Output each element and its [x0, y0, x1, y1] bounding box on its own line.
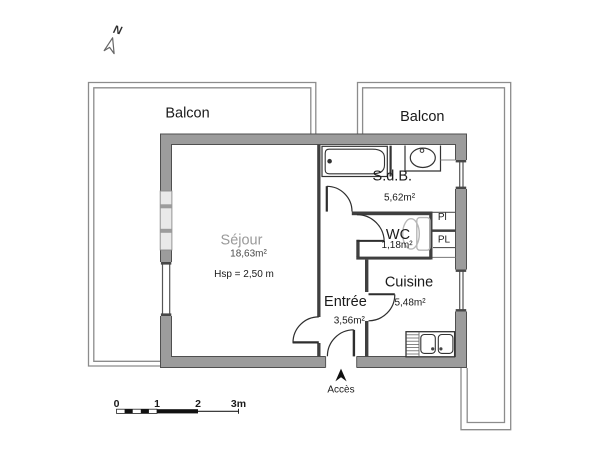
kitchen-drain-left [431, 347, 435, 351]
closet-pl-label: Pl [438, 212, 447, 223]
window-sejour-upper-mullion-2 [160, 228, 172, 233]
entrance-opening [325, 355, 358, 369]
interior-partitions [317, 144, 456, 357]
balcony-right-railing [356, 81, 512, 431]
sejour-area: 18,63m² [230, 249, 267, 260]
wall-cuisine-west-lower [365, 321, 369, 357]
scale-bar-first-meter-box [116, 408, 158, 414]
wall-wc-east [429, 211, 433, 260]
kitchen-drainboard-hatch [406, 334, 419, 355]
access-indicator: Accès [327, 368, 355, 396]
balcony-right-inner-line [361, 87, 506, 424]
sejour-ceiling-note: Hsp = 2,50 m [214, 269, 274, 280]
window-sejour-upper-mullion-1 [160, 204, 172, 209]
window-cuisine-cap-top [455, 269, 467, 272]
entrance-opening-gap [325, 355, 357, 369]
wall-sejour-entree-upper [317, 144, 321, 317]
scale-bar-block-2 [140, 409, 149, 414]
window-sejour-upper [159, 190, 173, 251]
window-sejour-upper-glass [159, 190, 173, 251]
kitchen-basin-right [437, 333, 454, 354]
window-sdb-opening [454, 160, 468, 189]
balcony-left-label: Balcon [165, 106, 209, 122]
entree-area: 3,56m² [334, 316, 366, 327]
toilet-tank [416, 216, 431, 251]
cuisine-label: Cuisine [385, 275, 433, 291]
wc-area: 1,18m² [381, 240, 413, 251]
balcony-left-railing [87, 81, 317, 367]
sdb-sink-faucet [419, 148, 425, 153]
sdb-sink-bowl [409, 147, 436, 169]
sdb-sink [404, 145, 456, 172]
cuisine-area: 5,48m² [394, 298, 426, 309]
access-arrow-icon [335, 368, 347, 382]
window-sdb [454, 160, 468, 189]
window-sejour-lower-cap-bottom [160, 313, 172, 316]
door-sdb-arc [326, 185, 353, 212]
sdb-sink-counter [404, 145, 442, 172]
scale-label-0: 0 [114, 398, 120, 410]
north-label: N [112, 24, 124, 38]
kitchen-drain-right [439, 347, 443, 351]
window-sdb-cap-bottom [455, 186, 467, 189]
bathtub-basin [324, 148, 386, 175]
window-sejour-lower-cap-top [160, 262, 172, 265]
wall-cuisine-west-upper [365, 259, 369, 292]
scale-bar-second-meter-bar [157, 409, 198, 414]
labels: Balcon Balcon Séjour 18,63m² Hsp = 2,50 … [165, 106, 450, 327]
balcony-right-label: Balcon [400, 109, 444, 125]
wall-sejour-entree-lower [317, 343, 321, 357]
wall-sdb-south [351, 211, 433, 216]
bathtub-outline [321, 145, 388, 178]
balcony-left-outer-line [87, 81, 317, 367]
closet-divider [431, 229, 456, 232]
entree-label: Entrée [324, 294, 367, 310]
window-sejour-lower-opening [159, 262, 173, 316]
door-cuisine-arc [368, 294, 396, 322]
window-cuisine-opening [454, 269, 468, 312]
door-sejour-arc [292, 316, 319, 343]
scale-bar: 0 1 2 3m [114, 398, 246, 414]
scale-label-3m: 3m [231, 398, 246, 410]
north-indicator: N [103, 24, 124, 55]
window-cuisine-cap-bottom [455, 309, 467, 312]
bathtub [321, 145, 388, 178]
toilet [402, 216, 431, 251]
kitchen-sink-unit [405, 331, 456, 358]
wall-wc-south [356, 256, 431, 260]
closet-lines [432, 211, 456, 258]
access-label: Accès [327, 385, 354, 396]
doors [292, 185, 396, 357]
window-sejour-lower [159, 262, 173, 316]
north-arrow-icon [103, 37, 115, 55]
toilet-bowl [402, 217, 421, 250]
kitchen-basin-left [420, 333, 436, 354]
sdb-area: 5,62m² [384, 193, 416, 204]
bathtub-faucet [327, 158, 332, 164]
sejour-label: Séjour [221, 233, 263, 249]
window-cuisine [454, 269, 468, 312]
scale-label-2: 2 [195, 398, 201, 410]
balcony-right-outer-line [356, 81, 512, 431]
scale-label-1: 1 [154, 398, 160, 410]
window-sdb-cap-top [455, 160, 467, 163]
scale-bar-block-1 [124, 409, 133, 414]
door-entrance-arc [326, 329, 354, 357]
balcony-left-inner-line [93, 87, 312, 362]
wc-label: WC [386, 227, 410, 243]
door-wc-arc [356, 214, 385, 242]
sdb-label: S.d.B. [373, 169, 413, 185]
closet-pl-large-label: PL [438, 235, 451, 246]
wall-wc-west-lower [356, 239, 360, 257]
